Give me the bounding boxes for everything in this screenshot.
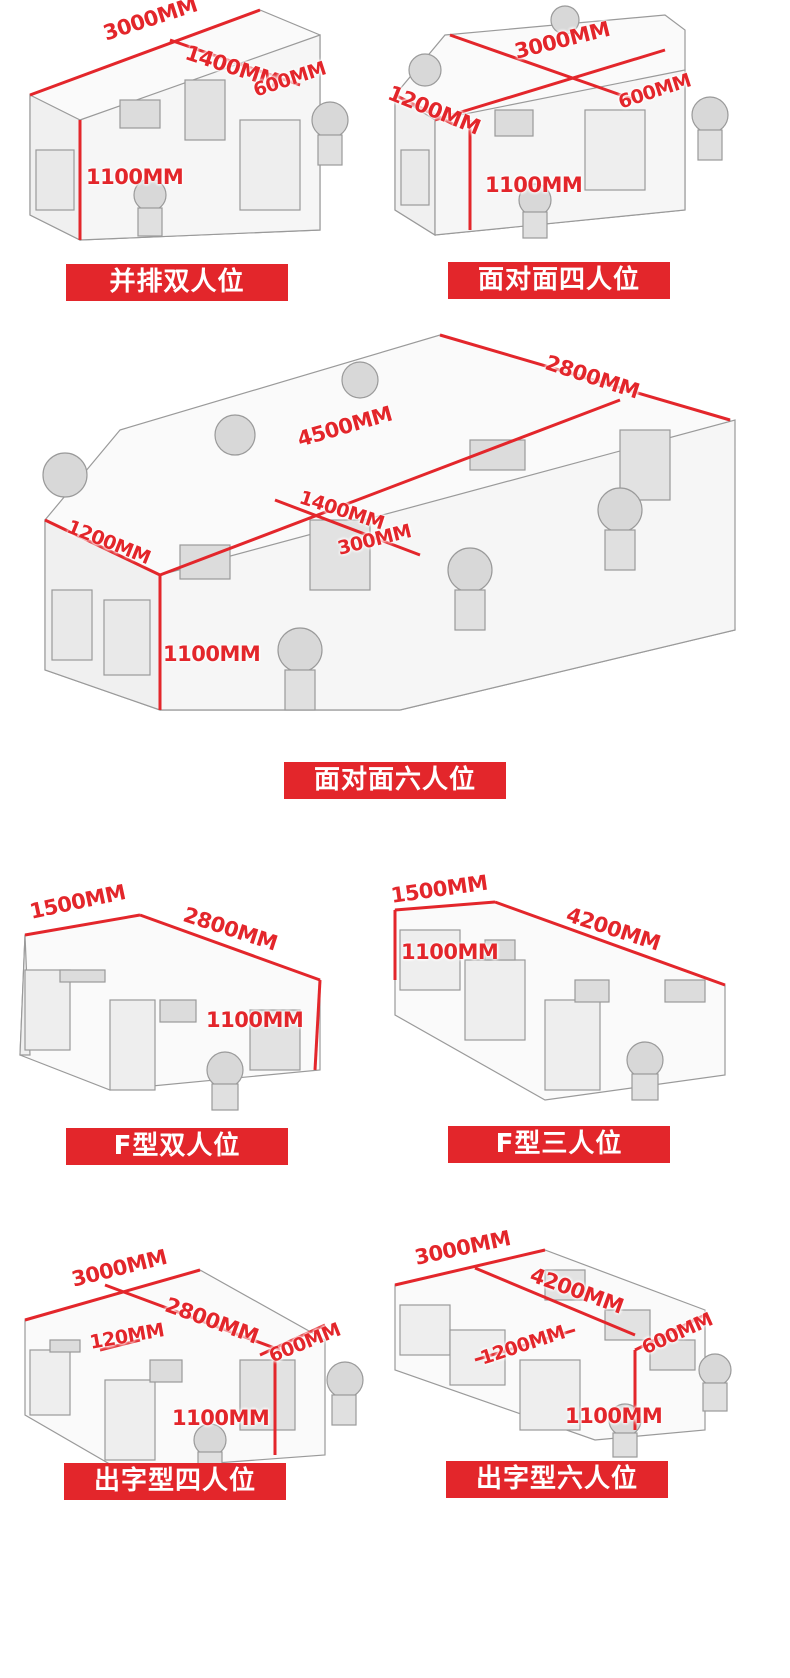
- layout-caption: 面对面六人位: [284, 762, 506, 799]
- layout-caption: F型三人位: [448, 1126, 670, 1163]
- layout-caption: F型双人位: [66, 1128, 288, 1165]
- dimension-label: 1100MM: [206, 1008, 304, 1032]
- desk-sketch-illustration: [29, 8, 349, 241]
- layout-caption: 并排双人位: [66, 264, 288, 301]
- dimension-label: 1100MM: [172, 1406, 270, 1430]
- layout-caption: 出字型四人位: [64, 1463, 286, 1500]
- layout-f-type-two-person: 1500MM 2800MM 1100MM F型双人位: [0, 880, 395, 1220]
- desk-sketch-illustration: [19, 913, 322, 1111]
- layout-caption: 出字型六人位: [446, 1461, 668, 1498]
- desk-sketch-illustration: [394, 5, 729, 239]
- dimension-label: 1100MM: [485, 173, 583, 197]
- layout-caption: 面对面四人位: [448, 262, 670, 299]
- desk-sketch-illustration: [42, 333, 736, 711]
- layout-side-by-side-two-person: 3000MM 1400MM 600MM 1100MM 并排双人位: [0, 0, 395, 310]
- layout-chu-type-six-person: 3000MM 4200MM 1200MM 600MM 1100MM 出字型六人位: [394, 1226, 790, 1678]
- dimension-label: 1100MM: [86, 165, 184, 189]
- dimension-label: 1100MM: [565, 1404, 663, 1428]
- dimension-label: 1100MM: [163, 642, 261, 666]
- desk-sketch-illustration: [393, 900, 726, 1101]
- layout-face-to-face-six-person: 2800MM 4500MM 1200MM 1400MM 300MM 1100MM…: [0, 330, 790, 840]
- layout-chu-type-four-person: 3000MM 2800MM 120MM 600MM 1100MM 出字型四人位: [0, 1240, 395, 1678]
- dimension-label: 1100MM: [401, 940, 499, 964]
- layout-f-type-three-person: 1500MM 4200MM 1100MM F型三人位: [389, 871, 790, 1220]
- desk-sketch-illustration: [394, 1248, 732, 1458]
- desk-sketch-illustration: [24, 1268, 364, 1477]
- layout-face-to-face-four-person: 1200MM 3000MM 600MM 1100MM 面对面四人位: [385, 0, 790, 310]
